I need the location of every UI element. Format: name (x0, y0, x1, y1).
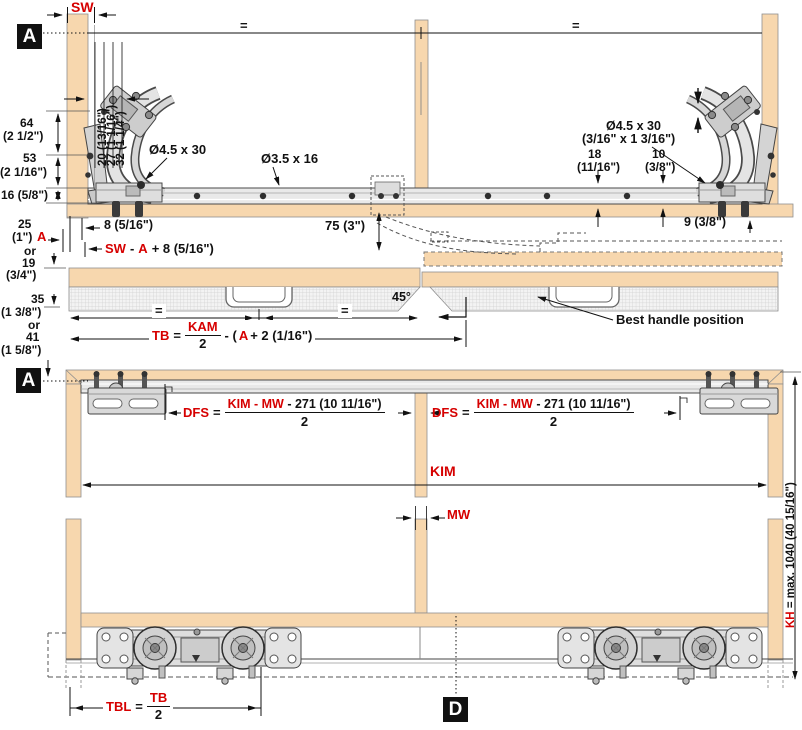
dim-8: 8 (5/16") (104, 218, 154, 232)
dfs-formula-left: DFS = KIM - MW - 271 (10 11/16") 2 (183, 398, 385, 428)
dim-75: 75 (3") (325, 218, 366, 233)
handle-recess-left (225, 287, 293, 308)
dim-9: 9 (3/8") (684, 215, 727, 229)
dim-25-inch: (1") (12, 230, 33, 244)
dim-19: 19 (22, 256, 36, 270)
dim-10: 10 (652, 147, 666, 161)
dfs-term: DFS (432, 405, 458, 421)
dfs-numerator: KIM - MW - 271 (10 11/16") (224, 397, 385, 413)
equals-sign: = (135, 698, 143, 714)
rail-center-coupler (370, 175, 405, 216)
kim-label: KIM (430, 463, 456, 479)
dfs-fraction: KIM - MW - 271 (10 11/16") 2 (224, 397, 385, 429)
screw-label-rail: Ø3.5 x 16 (261, 151, 319, 166)
kh-term: KH (785, 611, 797, 628)
kim-mw-term: KIM - MW (476, 397, 533, 411)
dfs-constant: - 271 (10 11/16") (536, 397, 631, 411)
rot-dim-32: 32 (1 1/4") (114, 111, 127, 166)
dfs-numerator: KIM - MW - 271 (10 11/16") (473, 397, 634, 413)
equals-sign: = (462, 405, 470, 421)
dim-18-inch: (11/16") (577, 160, 621, 174)
screw-label-corner-right-mm: Ø4.5 x 30 (606, 119, 661, 133)
or-2: or (28, 318, 40, 332)
sw-term: SW (105, 241, 126, 256)
kh-value: = max. 1040 (40 15/16") (785, 482, 797, 609)
a-term-2: A (238, 327, 249, 343)
kam-denominator: 2 (199, 336, 207, 351)
front-view-top-rail (80, 379, 769, 394)
dim-35-inch: (1 3/8") (1, 305, 42, 319)
dim-10-inch: (3/8") (645, 160, 676, 174)
screw-label-corner-left: Ø4.5 x 30 (149, 142, 207, 157)
running-gear-right (557, 626, 763, 685)
mw-label: MW (447, 507, 471, 522)
dim-16: 16 (5/8") (1, 188, 49, 202)
dim-41: 41 (26, 330, 40, 344)
equal-mark-door-right: = (338, 304, 352, 318)
tb-formula-pre: - ( (224, 327, 237, 343)
section-marker-d: D (443, 697, 468, 722)
tbl-fraction: TB 2 (146, 691, 171, 722)
dim-35: 35 (31, 292, 45, 306)
dfs-formula-right: DFS = KIM - MW - 271 (10 11/16") 2 (432, 398, 634, 428)
tb-term: TB (146, 691, 171, 707)
dim-19-inch: (3/4") (6, 268, 37, 282)
top-running-rail (87, 187, 763, 205)
dim-64: 64 (20, 116, 34, 130)
kam-fraction: KAM 2 (184, 320, 221, 351)
tbl-term: TBL (106, 698, 132, 714)
kh-label: KH = max. 1040 (40 15/16") (785, 482, 797, 628)
equal-mark-left: = (240, 18, 248, 33)
kim-mw-term: KIM - MW (227, 397, 284, 411)
dfs-denominator: 2 (549, 413, 558, 429)
equal-mark-door-left: = (152, 304, 166, 318)
a-term: A (138, 241, 148, 256)
dim-53: 53 (23, 151, 37, 165)
door-panels-plan (68, 216, 783, 312)
dfs-fraction: KIM - MW - 271 (10 11/16") 2 (473, 397, 634, 429)
section-marker-a-top: A (17, 24, 42, 49)
section-marker-a-bottom: A (16, 368, 41, 393)
tb-formula: TB = KAM 2 - ( A + 2 (1/16") (149, 320, 316, 351)
kam-term: KAM (184, 320, 221, 336)
dfs-constant: - 271 (10 11/16") (287, 397, 382, 411)
sw-label: SW (71, 0, 94, 15)
or-1: or (24, 244, 36, 258)
best-handle-label: Best handle position (616, 312, 744, 327)
tb-term: TB (152, 327, 170, 343)
dfs-denominator: 2 (300, 413, 309, 429)
tb-formula-rest: + 2 (1/16") (250, 327, 313, 343)
minus-sign: - (129, 241, 135, 256)
door-dashed-position (423, 251, 783, 267)
running-gear-left (96, 626, 302, 685)
dim-53-inch: (2 1/16") (0, 165, 48, 179)
equal-mark-right: = (572, 18, 580, 33)
sw-formula-rest: + 8 (5/16") (151, 241, 214, 256)
dfs-term: DFS (183, 405, 209, 421)
dimension-lines-top (43, 7, 762, 377)
equals-sign: = (173, 327, 181, 343)
tbl-denominator: 2 (154, 707, 163, 722)
dim-41-inch: (1 5/8") (1, 343, 42, 357)
equals-sign: = (213, 405, 221, 421)
dim-18: 18 (588, 147, 602, 161)
dim-64-inch: (2 1/2") (3, 129, 44, 143)
tbl-formula: TBL = TB 2 (103, 691, 174, 722)
dim-a-letter: A (37, 229, 47, 244)
screw-label-corner-right-inch: (3/16" x 1 3/16") (582, 132, 676, 146)
dim-25: 25 (18, 217, 32, 231)
sw-minus-a-formula: SW - A + 8 (5/16") (105, 241, 214, 256)
angle-45: 45° (392, 290, 411, 304)
